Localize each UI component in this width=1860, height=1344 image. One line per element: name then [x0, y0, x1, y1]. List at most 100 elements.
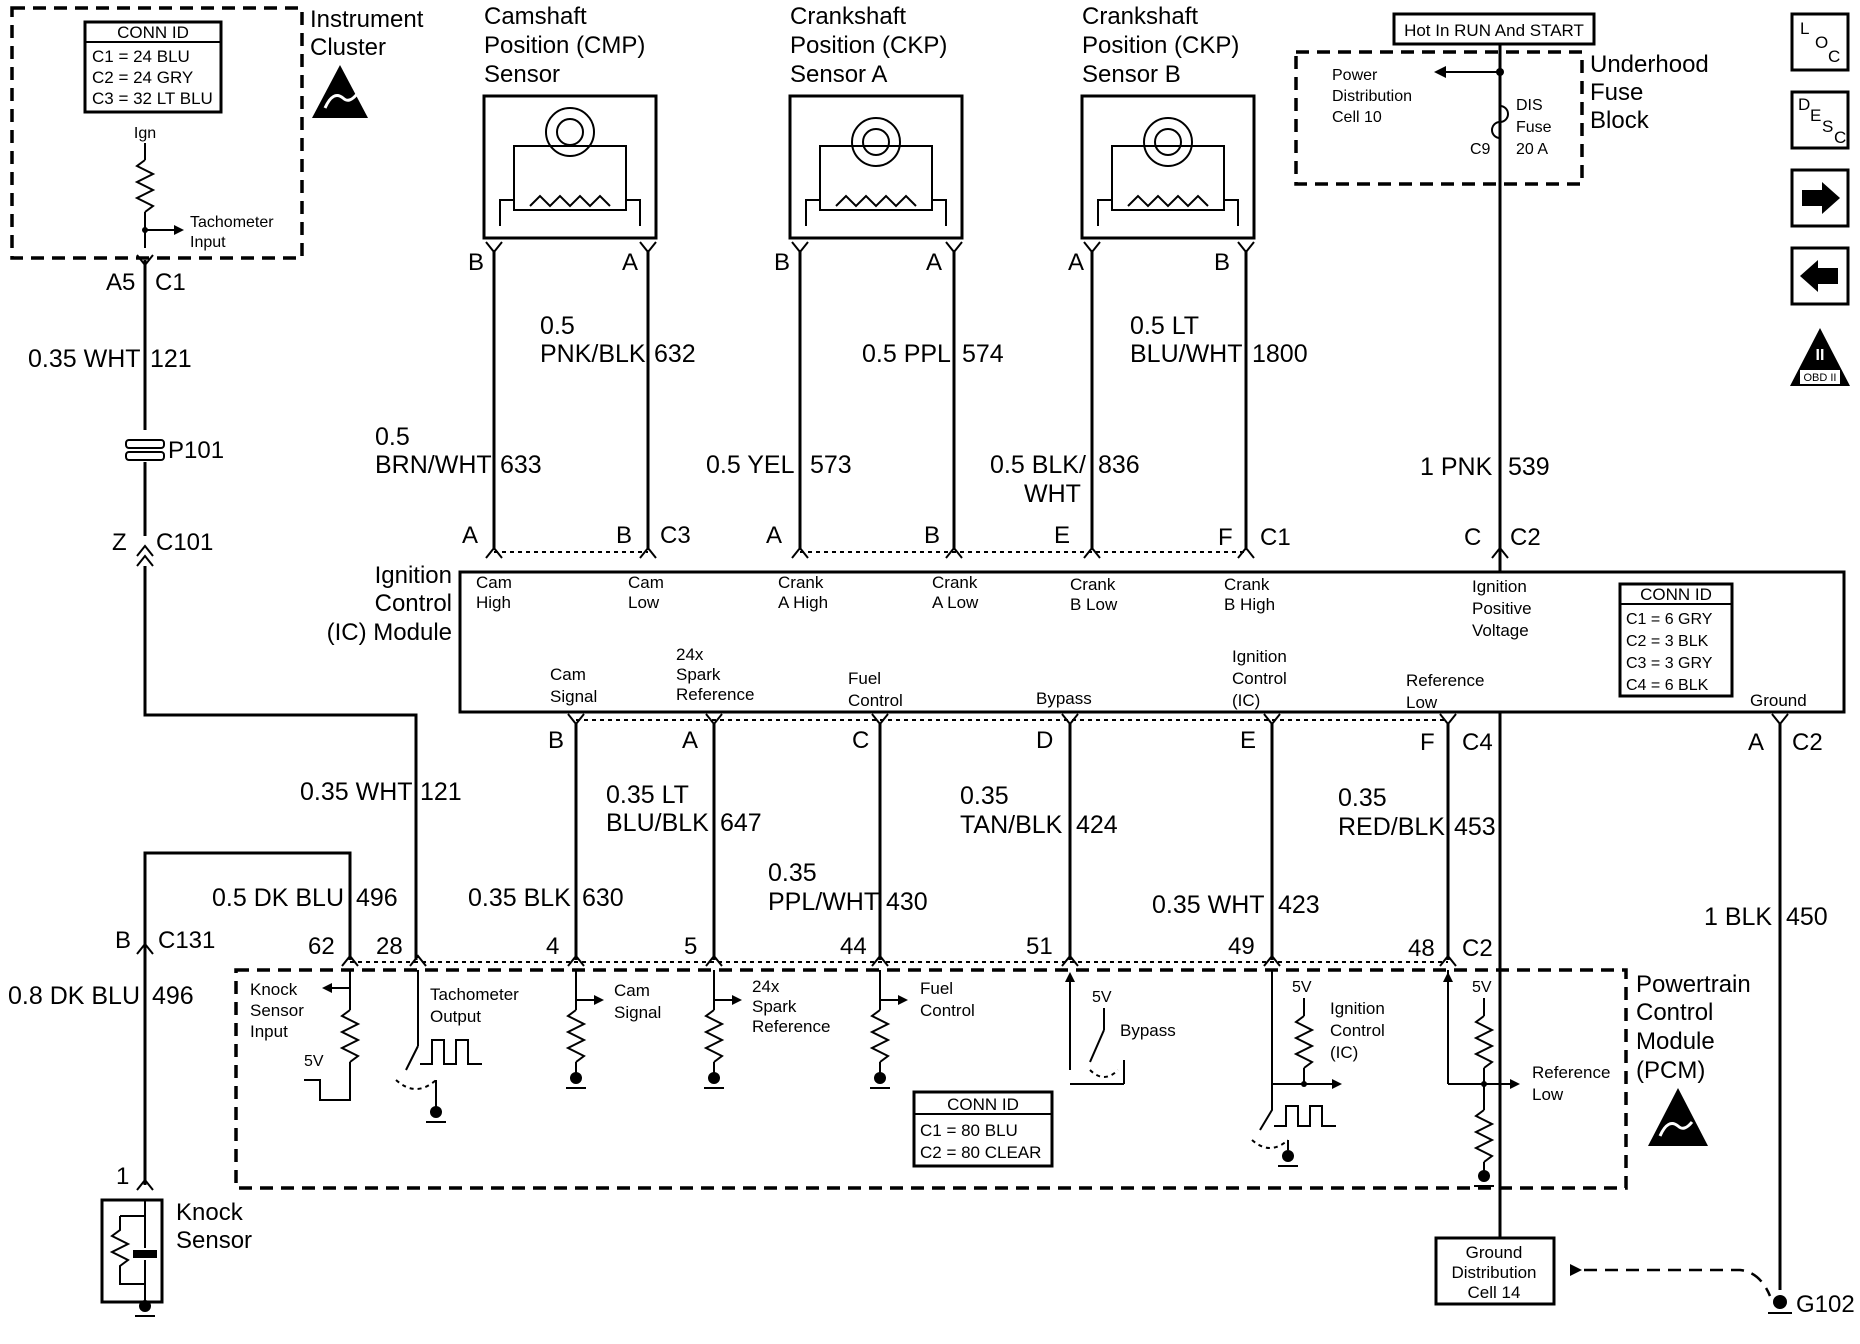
ground-icon [870, 1072, 890, 1089]
svg-text:Bypass: Bypass [1036, 689, 1092, 708]
svg-text:Output: Output [430, 1007, 481, 1026]
svg-text:0.5: 0.5 [540, 312, 575, 340]
svg-text:0.5 YEL: 0.5 YEL [706, 451, 795, 479]
svg-text:Fuel: Fuel [920, 979, 953, 998]
svg-text:(IC): (IC) [1232, 691, 1260, 710]
svg-text:0.35: 0.35 [768, 859, 817, 887]
svg-text:A: A [462, 522, 478, 549]
svg-text:A5: A5 [106, 269, 135, 296]
conn-id-table [83, 20, 223, 114]
ground-reference: Ground Distribution Cell 14 G102 [1434, 1236, 1855, 1318]
svg-text:0.8 DK BLU: 0.8 DK BLU [8, 982, 140, 1010]
svg-text:Control: Control [1636, 999, 1713, 1026]
svg-text:A: A [1748, 729, 1764, 756]
svg-text:Voltage: Voltage [1472, 621, 1529, 640]
svg-text:1: 1 [116, 1163, 129, 1190]
svg-text:0.35 WHT: 0.35 WHT [28, 345, 141, 373]
svg-text:0.5 DK BLU: 0.5 DK BLU [212, 884, 344, 912]
svg-text:P101: P101 [168, 437, 224, 464]
svg-text:Input: Input [250, 1022, 288, 1041]
svg-text:A: A [622, 249, 638, 276]
svg-text:5V: 5V [1472, 979, 1492, 996]
svg-text:Control: Control [848, 691, 903, 710]
svg-text:Crankshaft: Crankshaft [790, 3, 906, 30]
reluctor-wheel-icon [1143, 117, 1193, 167]
side-icons: L O C D E S C II OBD II [1790, 12, 1850, 386]
svg-text:B: B [548, 727, 564, 754]
svg-text:C9: C9 [1470, 141, 1491, 158]
svg-text:WHT: WHT [1024, 480, 1081, 508]
svg-text:Signal: Signal [614, 1003, 661, 1022]
svg-text:0.35: 0.35 [1338, 784, 1387, 812]
svg-text:C1: C1 [1260, 524, 1291, 551]
svg-text:121: 121 [420, 778, 462, 806]
reluctor-wheel-icon [545, 107, 595, 157]
pcm-pins: 62 28 4 5 44 51 49 48 C2 [308, 933, 1493, 967]
svg-text:DIS: DIS [1516, 97, 1543, 114]
wire-121-upper: 0.35 WHT 121 P101 Z C101 [28, 254, 418, 960]
svg-text:C2 = 3 BLK: C2 = 3 BLK [1626, 633, 1709, 650]
svg-text:Tachometer: Tachometer [190, 214, 274, 231]
svg-text:A Low: A Low [932, 593, 979, 612]
svg-text:20 A: 20 A [1516, 141, 1548, 158]
svg-text:(PCM): (PCM) [1636, 1057, 1705, 1084]
svg-text:F: F [1218, 524, 1233, 551]
svg-text:Position (CMP): Position (CMP) [484, 32, 645, 59]
lower-wires: 0.35 WHT 121 0.5 DK BLU 496 0.35 BLK 630… [8, 724, 1828, 1290]
svg-text:B: B [924, 522, 940, 549]
svg-text:453: 453 [1454, 813, 1496, 841]
svg-text:5V: 5V [304, 1053, 324, 1070]
svg-text:5V: 5V [1292, 979, 1312, 996]
svg-text:Ignition: Ignition [375, 562, 452, 589]
svg-text:Knock: Knock [176, 1199, 244, 1226]
svg-text:L: L [1800, 19, 1809, 38]
svg-text:C3 = 3 GRY: C3 = 3 GRY [1626, 655, 1713, 672]
svg-text:Crank: Crank [932, 573, 978, 592]
svg-text:1800: 1800 [1252, 340, 1308, 368]
svg-text:Signal: Signal [550, 687, 597, 706]
svg-text:CONN ID: CONN ID [1640, 585, 1712, 604]
instrument-cluster: Instrument Cluster CONN ID C1 = 24 BLU C… [10, 6, 424, 296]
svg-text:Sensor: Sensor [484, 61, 560, 88]
svg-text:496: 496 [356, 884, 398, 912]
svg-text:Control: Control [375, 590, 452, 617]
svg-text:Cluster: Cluster [310, 34, 386, 61]
svg-text:24x: 24x [752, 977, 780, 996]
arrow-left-icon [1434, 66, 1446, 78]
svg-text:0.5 PPL: 0.5 PPL [862, 340, 951, 368]
svg-text:G102: G102 [1796, 1291, 1855, 1318]
svg-text:0.5 LT: 0.5 LT [1130, 312, 1199, 340]
svg-text:24x: 24x [676, 645, 704, 664]
svg-text:630: 630 [582, 884, 624, 912]
loc-icon[interactable] [1790, 12, 1850, 72]
svg-text:1 PNK: 1 PNK [1420, 453, 1493, 481]
svg-text:Low: Low [628, 593, 660, 612]
svg-text:1 BLK: 1 BLK [1704, 903, 1772, 931]
svg-text:Positive: Positive [1472, 599, 1532, 618]
svg-text:Ignition: Ignition [1330, 999, 1385, 1018]
square-wave-icon [420, 1039, 482, 1065]
reluctor-wheel-icon [851, 117, 901, 167]
svg-text:E: E [1054, 522, 1070, 549]
knock-sensor: 1 Knock Sensor [100, 1163, 252, 1317]
svg-text:OBD II: OBD II [1803, 372, 1836, 384]
svg-text:Fuse: Fuse [1590, 79, 1643, 106]
svg-text:C3 = 32 LT BLU: C3 = 32 LT BLU [92, 89, 213, 108]
svg-text:Sensor A: Sensor A [790, 61, 887, 88]
svg-text:D: D [1036, 727, 1053, 754]
svg-text:Hot In RUN And START: Hot In RUN And START [1404, 21, 1584, 40]
svg-text:Cam: Cam [628, 573, 664, 592]
pcm-conn-id-table [912, 1090, 1054, 1168]
svg-text:Camshaft: Camshaft [484, 3, 587, 30]
svg-text:CONN ID: CONN ID [117, 23, 189, 42]
svg-text:A High: A High [778, 593, 828, 612]
svg-text:Sensor: Sensor [250, 1001, 304, 1020]
svg-text:5V: 5V [1092, 989, 1112, 1006]
svg-text:Spark: Spark [752, 997, 797, 1016]
ground-icon [704, 1072, 724, 1089]
desc-icon[interactable] [1790, 90, 1850, 150]
svg-text:Spark: Spark [676, 665, 721, 684]
svg-text:836: 836 [1098, 451, 1140, 479]
ground-icon [1278, 1150, 1298, 1167]
ic-conn-id-table [1618, 582, 1734, 698]
